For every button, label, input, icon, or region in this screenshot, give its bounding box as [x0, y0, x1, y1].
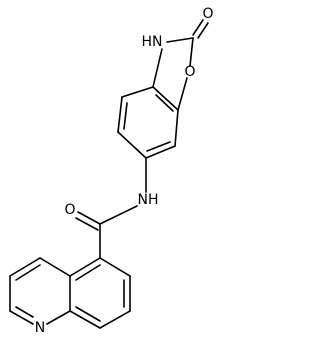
- bond-qc8-qc8a: [69, 310, 101, 329]
- bond-c5-c6: [117, 131, 147, 159]
- bond-qc2-n1-inner: [15, 306, 34, 318]
- bond-qc4-qc3: [9, 257, 41, 277]
- bond-n3-c3a: [152, 48, 163, 88]
- bond-c2-o-exo-b: [197, 22, 209, 39]
- bond-nh-carbonyl: [99, 205, 138, 225]
- bond-qc4a-qc5-inner: [75, 264, 101, 281]
- bond-c3a-c4: [121, 86, 154, 98]
- bond-qc4a-qc5: [69, 257, 101, 277]
- bond-c7-c7a: [174, 109, 179, 147]
- bond-c3a-c7a: [152, 86, 179, 111]
- atom-label-ring-oxygen: O: [184, 64, 195, 80]
- bond-qc7-qc8: [99, 310, 131, 329]
- bond-qc4-qc3-inner: [15, 264, 41, 281]
- atom-label-carbonyl-oxygen: O: [202, 6, 213, 22]
- bond-c4-c5: [117, 96, 123, 133]
- bond-o1-c7a: [177, 77, 188, 111]
- bond-c2-o-exo-a: [192, 19, 204, 36]
- atom-label-ring-nh: HN: [142, 34, 163, 50]
- bond-qc4a-qc4: [39, 257, 71, 277]
- bond-c6-c7: [145, 145, 176, 159]
- chemical-structure: O HN O NH O N: [9, 6, 214, 336]
- bond-c2-n3: [166, 37, 194, 43]
- bond-c2-o1: [189, 37, 194, 67]
- bond-carbonyl-o-a: [77, 211, 101, 225]
- bond-c6-c7-inner: [146, 141, 171, 152]
- atom-label-amide-oxygen: O: [64, 202, 75, 218]
- bond-n1-qc8a: [46, 310, 71, 325]
- bond-c4-c5-inner: [123, 102, 128, 130]
- atom-label-quinoline-nitrogen: N: [35, 320, 45, 336]
- bond-qc8-qc8a-inner: [75, 306, 101, 322]
- atom-label-amide-nh: NH: [138, 192, 159, 208]
- bond-c3a-c7a-inner: [155, 94, 174, 112]
- bond-qc5-qc6: [99, 257, 131, 277]
- bond-qc2-n1: [9, 310, 34, 325]
- bond-carbonyl-o-b: [75, 217, 99, 231]
